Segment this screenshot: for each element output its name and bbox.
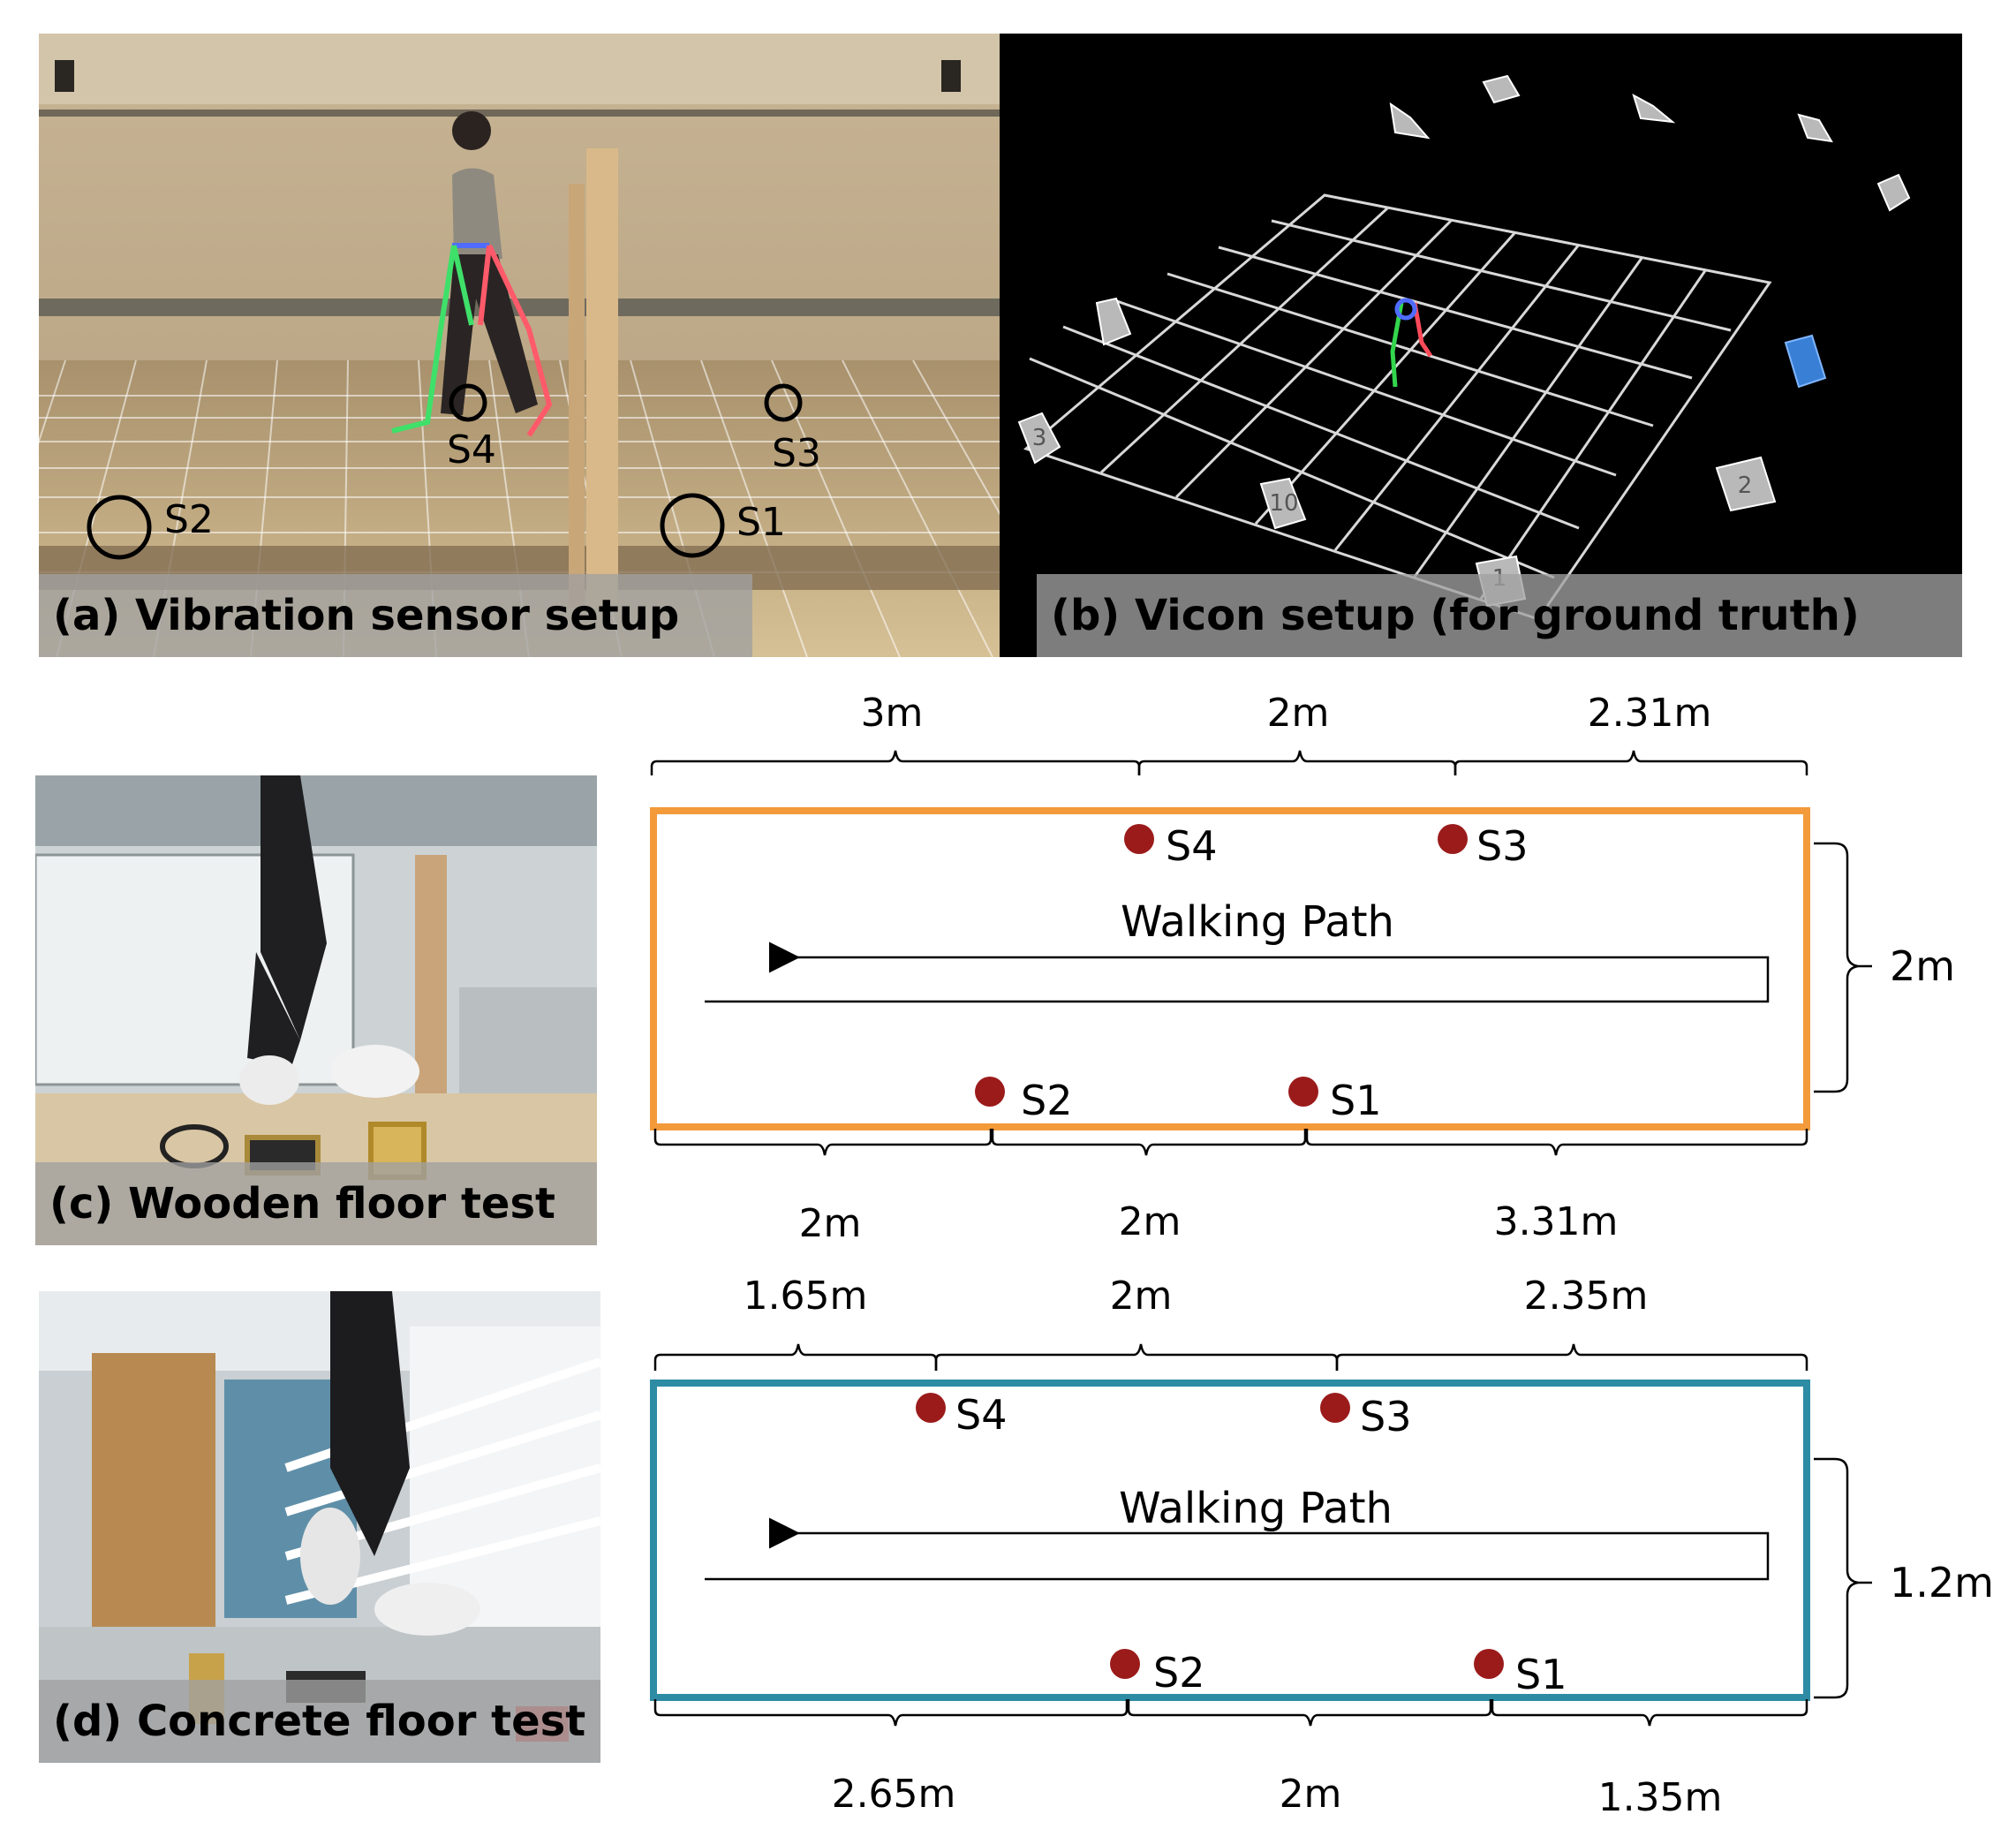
vicon-floor-grid <box>1023 193 1772 621</box>
wooden-sensor-s4-dot <box>1124 824 1154 854</box>
panel-c-wooden-photo: (c) Wooden floor test <box>35 775 597 1245</box>
wooden-walking-path-label: Walking Path <box>1121 897 1394 947</box>
wooden-side-brace <box>1814 842 1859 1093</box>
wooden-top-dim-2: 2m <box>1267 691 1330 736</box>
panel-a-vibration-photo: S4 S3 S2 S1 (a) Vibration sensor setup <box>39 34 1000 657</box>
concrete-top-dim-3: 2.35m <box>1524 1274 1649 1319</box>
concrete-sensor-s3-dot <box>1320 1393 1350 1423</box>
sensor-s3-label: S3 <box>772 431 821 476</box>
wooden-top-brace-2 <box>1137 750 1457 775</box>
wooden-sensor-s2-dot <box>975 1077 1005 1107</box>
wooden-bottom-dim-2: 2m <box>1119 1199 1182 1244</box>
wooden-sensor-s4-label: S4 <box>1166 822 1217 870</box>
concrete-sensor-s1-label: S1 <box>1515 1651 1567 1698</box>
concrete-walking-path-arrow <box>705 1517 1770 1581</box>
wooden-sensor-s1-label: S1 <box>1330 1077 1381 1124</box>
wooden-top-brace-1 <box>650 750 1141 775</box>
concrete-area-border <box>650 1380 1810 1701</box>
concrete-sensor-s2-dot <box>1110 1649 1140 1679</box>
sensor-s4-marker <box>449 383 487 422</box>
concrete-bottom-brace-3 <box>1491 1699 1808 1727</box>
panel-d-concrete-photo: (d) Concrete floor test <box>39 1291 600 1763</box>
sensor-s4-label: S4 <box>447 427 496 472</box>
wooden-sensor-s3-dot <box>1438 824 1468 854</box>
concrete-side-brace <box>1814 1457 1859 1699</box>
panel-d-caption: (d) Concrete floor test <box>39 1680 600 1763</box>
concrete-bottom-dim-1: 2.65m <box>832 1772 956 1817</box>
concrete-top-brace-1 <box>653 1343 938 1371</box>
sensor-s2-marker <box>87 495 152 560</box>
concrete-sensor-s3-label: S3 <box>1360 1393 1411 1440</box>
wooden-bottom-brace-3 <box>1305 1129 1808 1156</box>
concrete-sensor-s2-label: S2 <box>1153 1649 1204 1697</box>
concrete-side-dim: 1.2m <box>1890 1559 1994 1606</box>
wooden-top-dim-3: 2.31m <box>1588 691 1712 736</box>
sensor-s1-label: S1 <box>736 500 786 545</box>
vicon-skeleton <box>1390 298 1433 388</box>
concrete-bottom-brace-2 <box>1127 1699 1492 1727</box>
wooden-area-border <box>650 807 1810 1130</box>
wooden-bottom-dim-3: 3.31m <box>1494 1199 1619 1244</box>
wooden-sensor-s3-label: S3 <box>1476 822 1528 870</box>
panel-b-vicon-view: 1 2 3 10 (b) Vicon setup (for ground tru… <box>1000 34 1962 657</box>
concrete-top-dim-2: 2m <box>1110 1274 1173 1319</box>
concrete-sensor-s4-label: S4 <box>955 1391 1007 1439</box>
concrete-top-brace-2 <box>934 1343 1339 1371</box>
concrete-sensor-s1-dot <box>1474 1649 1504 1679</box>
wooden-top-brace-3 <box>1453 750 1808 775</box>
pose-skeleton-overlay <box>391 243 553 437</box>
concrete-bottom-dim-2: 2m <box>1280 1772 1342 1817</box>
wooden-top-dim-1: 3m <box>861 691 924 736</box>
concrete-sensor-s4-dot <box>916 1393 946 1423</box>
wooden-sensor-s1-dot <box>1288 1077 1318 1107</box>
vicon-camera-2-label: 2 <box>1738 472 1753 499</box>
sensor-s1-marker <box>660 493 725 558</box>
wooden-side-dim: 2m <box>1890 942 1955 990</box>
vicon-camera-10-label: 10 <box>1269 490 1298 517</box>
concrete-walking-path-label: Walking Path <box>1119 1484 1393 1533</box>
vicon-camera-3-label: 3 <box>1032 425 1047 451</box>
concrete-bottom-dim-3: 1.35m <box>1598 1775 1723 1820</box>
wooden-bottom-brace-1 <box>653 1129 993 1156</box>
wooden-sensor-s2-label: S2 <box>1021 1077 1072 1124</box>
panel-b-caption: (b) Vicon setup (for ground truth) <box>1037 574 1962 657</box>
wooden-walking-path-arrow <box>705 941 1770 1003</box>
concrete-floor-diagram: 1.65m 2m 2.35m Walking Path S4 S3 S2 S1 … <box>650 1274 1994 1820</box>
wooden-floor-diagram: 3m 2m 2.31m Walking Path S4 S3 S2 S1 2m <box>650 691 1955 1246</box>
wooden-bottom-brace-2 <box>991 1129 1307 1156</box>
panel-a-caption: (a) Vibration sensor setup <box>39 574 752 657</box>
wooden-bottom-dim-1: 2m <box>799 1201 862 1246</box>
concrete-top-brace-3 <box>1335 1343 1808 1371</box>
concrete-top-dim-1: 1.65m <box>744 1274 868 1319</box>
sensor-s2-label: S2 <box>164 497 214 542</box>
sensor-s3-marker <box>764 383 803 422</box>
concrete-bottom-brace-1 <box>653 1699 1129 1727</box>
panel-c-caption: (c) Wooden floor test <box>35 1162 597 1245</box>
